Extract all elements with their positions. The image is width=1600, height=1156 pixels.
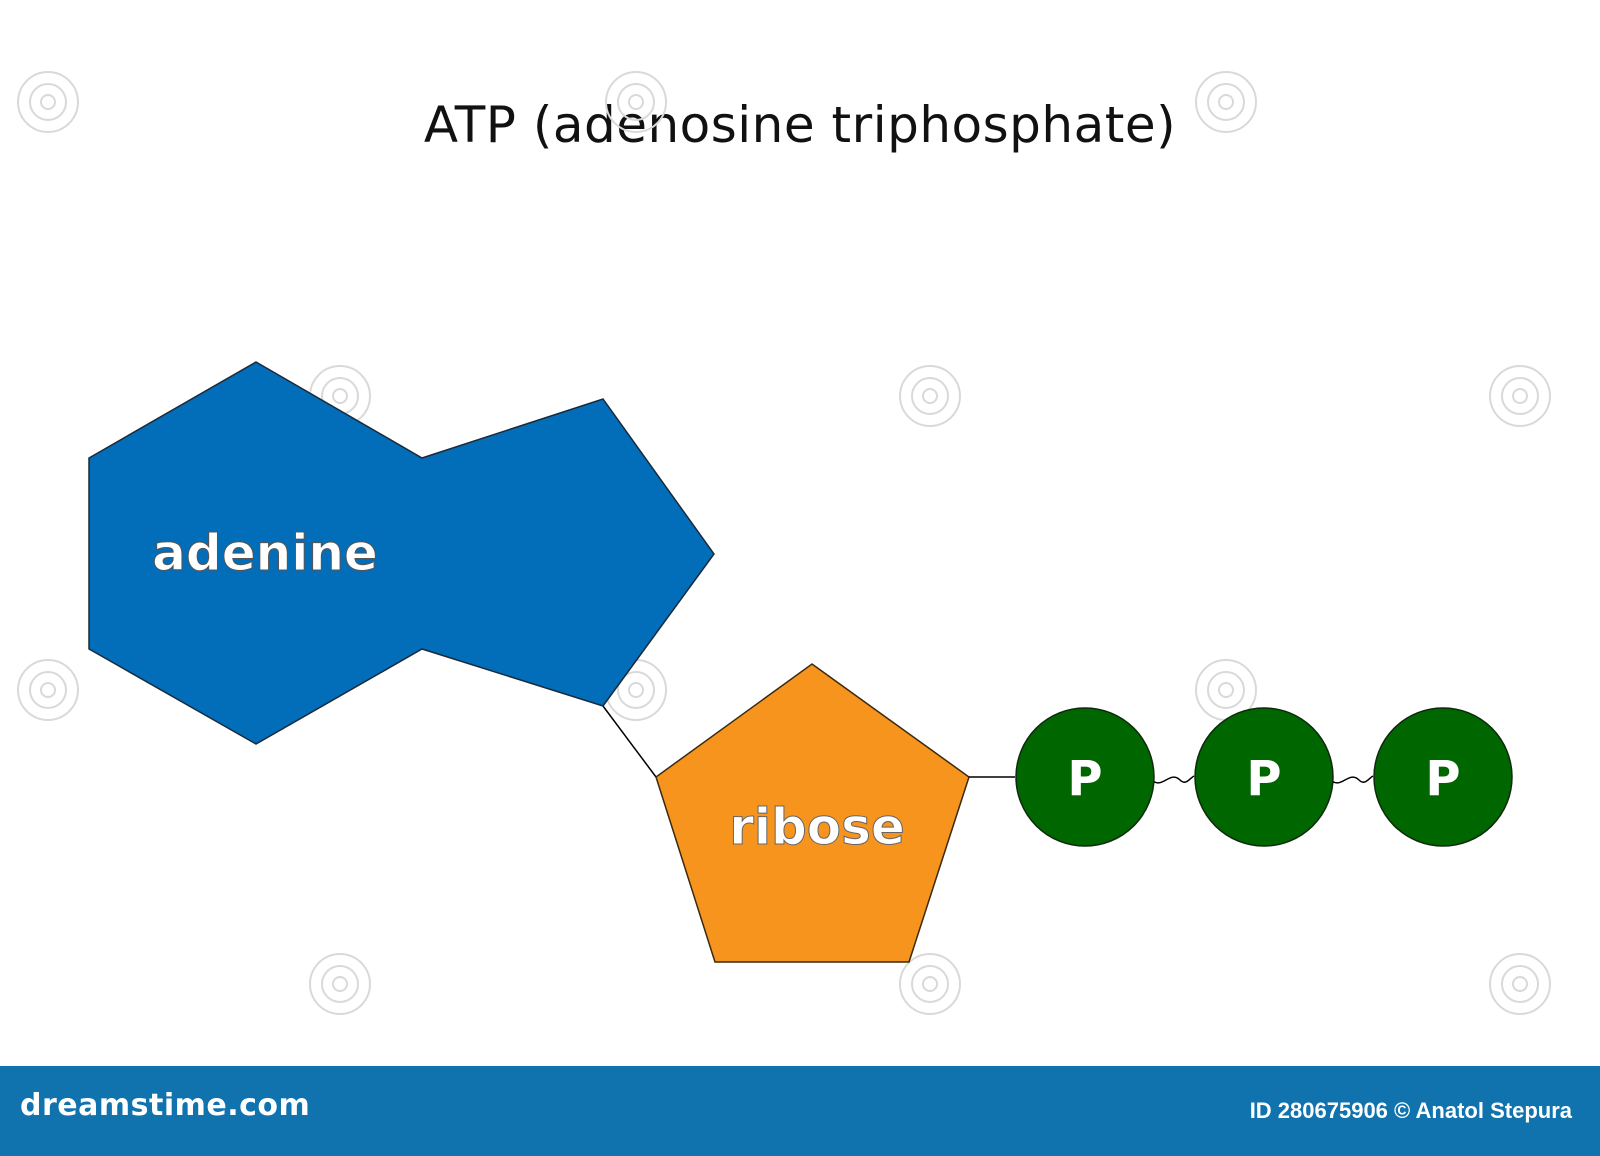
ribose-shape [655,663,970,963]
footer-credit: ID 280675906 © Anatol Stepura [1249,1098,1572,1123]
phosphate-1 [1015,707,1155,847]
footer-site-logo[interactable]: dreamstime.com [20,1088,311,1123]
diagram-title: ATP (adenosine triphosphate) [423,96,1177,154]
adenine-shape [88,361,715,745]
phosphate-2 [1194,707,1334,847]
high-energy-bond-2 [1330,775,1374,784]
footer-bar: dreamstime.com ID 280675906 © Anatol Ste… [0,1066,1600,1156]
watermark-pattern [17,71,1551,1015]
ribose-label: ribose [729,798,905,856]
adenine-label: adenine [152,524,378,582]
atp-diagram: adenine ribose P P P [17,71,1551,1015]
phosphate-3 [1373,707,1513,847]
phosphate-3-label: P [1425,751,1460,807]
phosphate-1-label: P [1067,751,1102,807]
phosphate-2-label: P [1246,751,1281,807]
high-energy-bond-1 [1151,775,1195,784]
adenine-ribose-bond [602,705,657,778]
